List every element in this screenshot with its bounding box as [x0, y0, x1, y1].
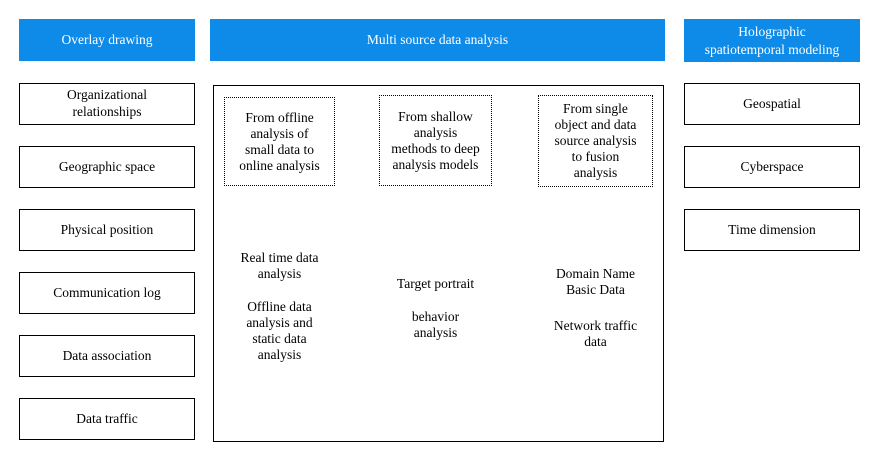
left-item-data-traffic: Data traffic [19, 398, 195, 440]
right-column-header: Holographic spatiotemporal modeling [684, 19, 860, 62]
left-item-organizational-relationships: Organizational relationships [19, 83, 195, 125]
left-column-header: Overlay drawing [19, 19, 195, 61]
detail-target-portrait: Target portrait [396, 276, 475, 291]
transition-single-to-fusion: From single object and data source analy… [538, 95, 653, 187]
left-item-physical-position: Physical position [19, 209, 195, 251]
right-item-cyberspace: Cyberspace [684, 146, 860, 188]
left-item-geographic-space: Geographic space [19, 146, 195, 188]
detail-behavior-analysis: behavior analysis [411, 309, 460, 340]
analysis-panel: From offline analysis of small data to o… [213, 85, 664, 442]
detail-network-traffic-data: Network traffic data [553, 318, 638, 349]
transition-offline-to-online: From offline analysis of small data to o… [224, 97, 335, 186]
detail-offline-static-data-analysis: Offline data analysis and static data an… [246, 299, 313, 362]
middle-column-header: Multi source data analysis [210, 19, 665, 61]
left-item-data-association: Data association [19, 335, 195, 377]
right-item-time-dimension: Time dimension [684, 209, 860, 251]
detail-domain-name-basic-data: Domain Name Basic Data [555, 266, 636, 297]
left-item-communication-log: Communication log [19, 272, 195, 314]
detail-real-time-data-analysis: Real time data analysis [240, 250, 319, 281]
transition-shallow-to-deep: From shallow analysis methods to deep an… [379, 95, 492, 186]
right-item-geospatial: Geospatial [684, 83, 860, 125]
